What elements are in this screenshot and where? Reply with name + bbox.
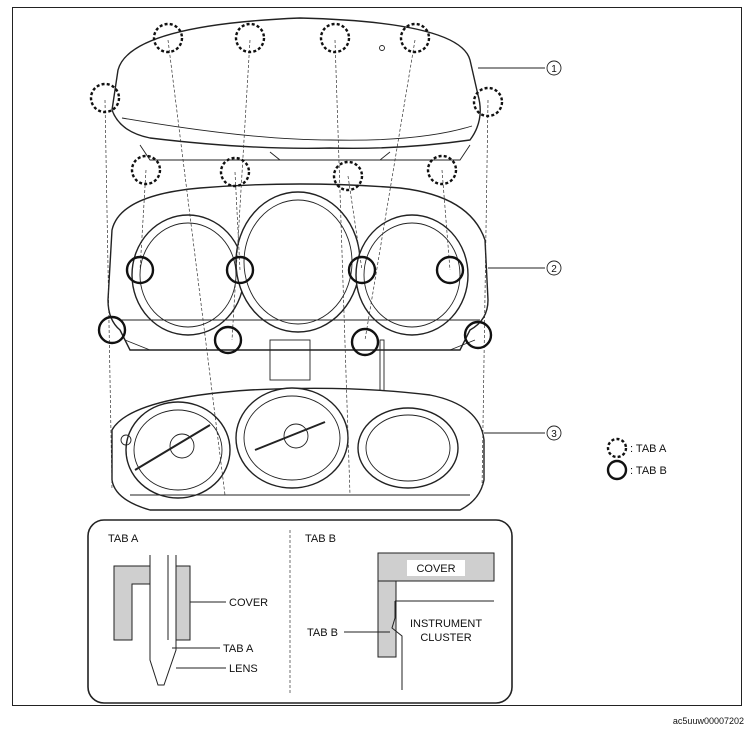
callout-2: 2 [488,260,562,276]
detail-b-cluster-line2: CLUSTER [420,632,471,644]
detail-tab-b: TAB B COVER INSTRUMENT CLUSTER TAB B [305,533,495,690]
cover-part [111,17,481,161]
housing-part [107,183,489,409]
detail-a-title: TAB A [108,533,139,545]
detail-a-lens-label: LENS [229,663,258,675]
detail-b-cover-label: COVER [416,563,455,575]
alignment-lines [104,39,489,496]
detail-b-tab-label: TAB B [307,627,338,639]
detail-a-cover-label: COVER [229,597,268,609]
detail-a-tab-label: TAB A [223,643,254,655]
tab-a-legend-icon [606,437,628,459]
callout-3: 3 [484,425,562,441]
legend-tab-b-label: : TAB B [630,465,667,477]
detail-panel: TAB A COVER TAB A LENS TAB B COVER INSTR… [87,519,513,704]
callout-number: 1 [551,64,557,75]
image-code: ac5uuw00007202 [672,716,744,726]
tab-a-markers [89,22,504,192]
detail-tab-a: TAB A COVER TAB A LENS [108,533,268,686]
diagram-frame [12,7,742,706]
callout-number: 3 [551,429,557,440]
legend-tab-a-label: : TAB A [630,443,667,455]
callout-1: 1 [478,60,562,76]
detail-b-title: TAB B [305,533,336,545]
callout-number: 2 [551,264,557,275]
tab-b-markers [97,255,493,357]
legend: : TAB A : TAB B [606,437,667,481]
tab-b-legend-icon [606,459,628,481]
instrument-cluster-part [111,387,485,511]
detail-b-cluster-line1: INSTRUMENT [410,618,482,630]
